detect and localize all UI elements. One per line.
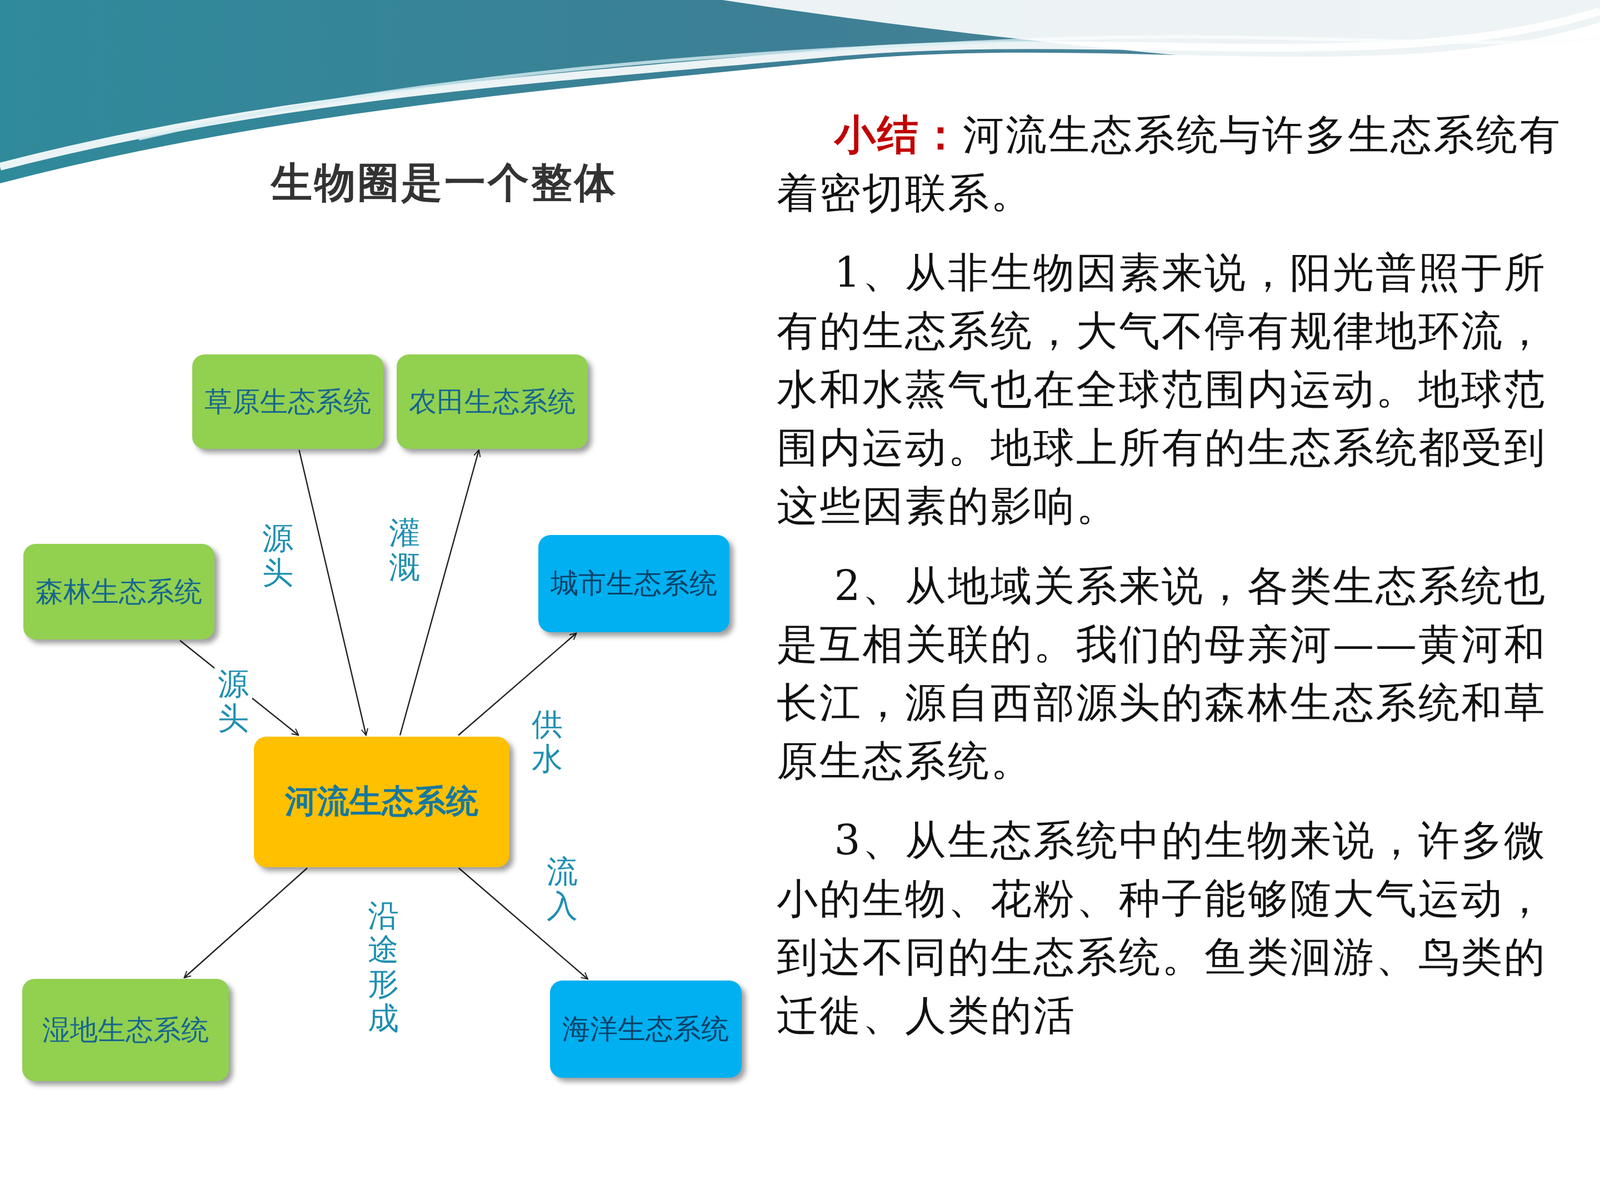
box-label: 城市生态系统 bbox=[550, 565, 718, 603]
edge-label: 流入 bbox=[543, 852, 582, 925]
edge-label: 源头 bbox=[258, 518, 297, 592]
summary-paragraph: 3、从生态系统中的生物来说，许多微小的生物、花粉、种子能够随大气运动，到达不同的… bbox=[776, 811, 1580, 1045]
summary-body: 3、从生态系统中的生物来说，许多微小的生物、花粉、种子能够随大气运动，到达不同的… bbox=[776, 816, 1547, 1039]
ecosystem-box: 海洋生态系统 bbox=[550, 980, 742, 1078]
slide-title: 生物圈是一个整体 bbox=[271, 155, 618, 212]
wave-highlight bbox=[722, 0, 1600, 84]
summary-body: 2、从地域关系来说，各类生态系统也是互相关联的。我们的母亲河——黄河和长江，源自… bbox=[776, 561, 1547, 785]
summary-paragraph: 1、从非生物因素来说，阳光普照于所有的生态系统，大气不停有规律地环流，水和水蒸气… bbox=[776, 243, 1580, 535]
connector-arrow bbox=[400, 450, 479, 736]
box-label: 湿地生态系统 bbox=[42, 1011, 209, 1049]
summary-paragraph: 小结：河流生态系统与许多生态系统有着密切联系。 bbox=[776, 105, 1580, 223]
edge-label: 源头 bbox=[214, 664, 253, 738]
box-label: 草原生态系统 bbox=[204, 383, 372, 421]
ecosystem-box: 河流生态系统 bbox=[253, 736, 510, 868]
summary-paragraph: 2、从地域关系来说，各类生态系统也是互相关联的。我们的母亲河——黄河和长江，源自… bbox=[776, 556, 1580, 790]
ecosystem-box: 农田生态系统 bbox=[396, 354, 588, 449]
edge-label: 供水 bbox=[528, 705, 567, 778]
connector-arrow bbox=[183, 868, 308, 979]
summary-heading: 小结： bbox=[834, 110, 963, 159]
ecosystem-box: 森林生态系统 bbox=[23, 543, 215, 640]
edge-label: 沿途形成 bbox=[364, 896, 403, 1038]
ecosystem-box: 城市生态系统 bbox=[538, 535, 730, 633]
box-label: 森林生态系统 bbox=[35, 573, 203, 611]
edge-label: 灌溉 bbox=[385, 513, 424, 587]
summary-body: 1、从非生物因素来说，阳光普照于所有的生态系统，大气不停有规律地环流，水和水蒸气… bbox=[776, 248, 1547, 530]
box-label: 海洋生态系统 bbox=[562, 1010, 729, 1048]
ecosystem-box: 湿地生态系统 bbox=[22, 978, 229, 1082]
box-label: 河流生态系统 bbox=[285, 780, 479, 824]
box-label: 农田生态系统 bbox=[408, 383, 576, 421]
ecosystem-box: 草原生态系统 bbox=[192, 354, 384, 449]
connector-arrow bbox=[298, 450, 367, 736]
summary-text: 小结：河流生态系统与许多生态系统有着密切联系。 1、从非生物因素来说，阳光普照于所… bbox=[776, 105, 1580, 1066]
